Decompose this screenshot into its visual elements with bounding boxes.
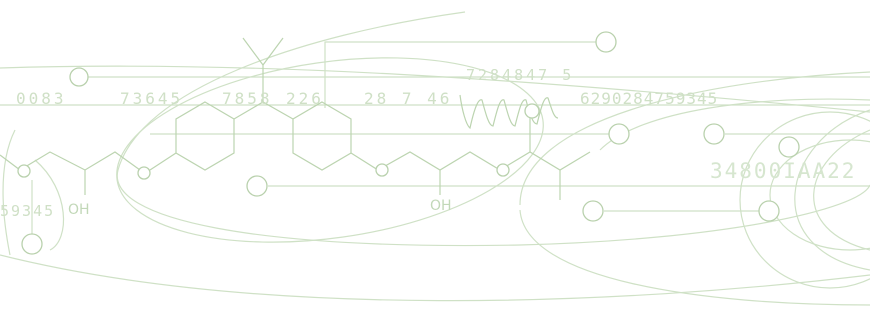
node-1 (69, 67, 89, 87)
node-12 (375, 163, 389, 177)
connectors (0, 41, 870, 236)
digit-strings: 0083 73645 7858 226 28 7 46 7284847 5 62… (0, 66, 718, 220)
molecule-skeleton (0, 37, 591, 200)
code-text: 34800IAA22 (710, 159, 856, 183)
digits-7: 6290284759345 (580, 89, 718, 108)
node-5 (778, 136, 800, 158)
digits-5: 28 7 46 (364, 89, 452, 108)
node-8 (758, 200, 780, 222)
circle-nodes (17, 31, 800, 255)
digits-6: 7284847 5 (466, 66, 574, 84)
node-2 (595, 31, 617, 53)
node-3 (608, 123, 630, 145)
digits-1: 0083 (16, 89, 67, 108)
node-6 (246, 175, 268, 197)
digits-3: 7858 (222, 89, 273, 108)
digits-2: 73645 (120, 89, 183, 108)
node-4 (703, 123, 725, 145)
node-14 (524, 103, 540, 119)
oh-label-mid: OH (430, 198, 452, 214)
oh-label-left: OH (68, 202, 90, 218)
node-11 (17, 164, 31, 178)
node-10 (137, 166, 151, 180)
digits-4: 226 (286, 89, 324, 108)
node-7 (582, 200, 604, 222)
wave-curve (459, 94, 559, 130)
node-13 (496, 163, 510, 177)
digits-8: 59345 (0, 202, 55, 220)
node-9 (21, 233, 43, 255)
